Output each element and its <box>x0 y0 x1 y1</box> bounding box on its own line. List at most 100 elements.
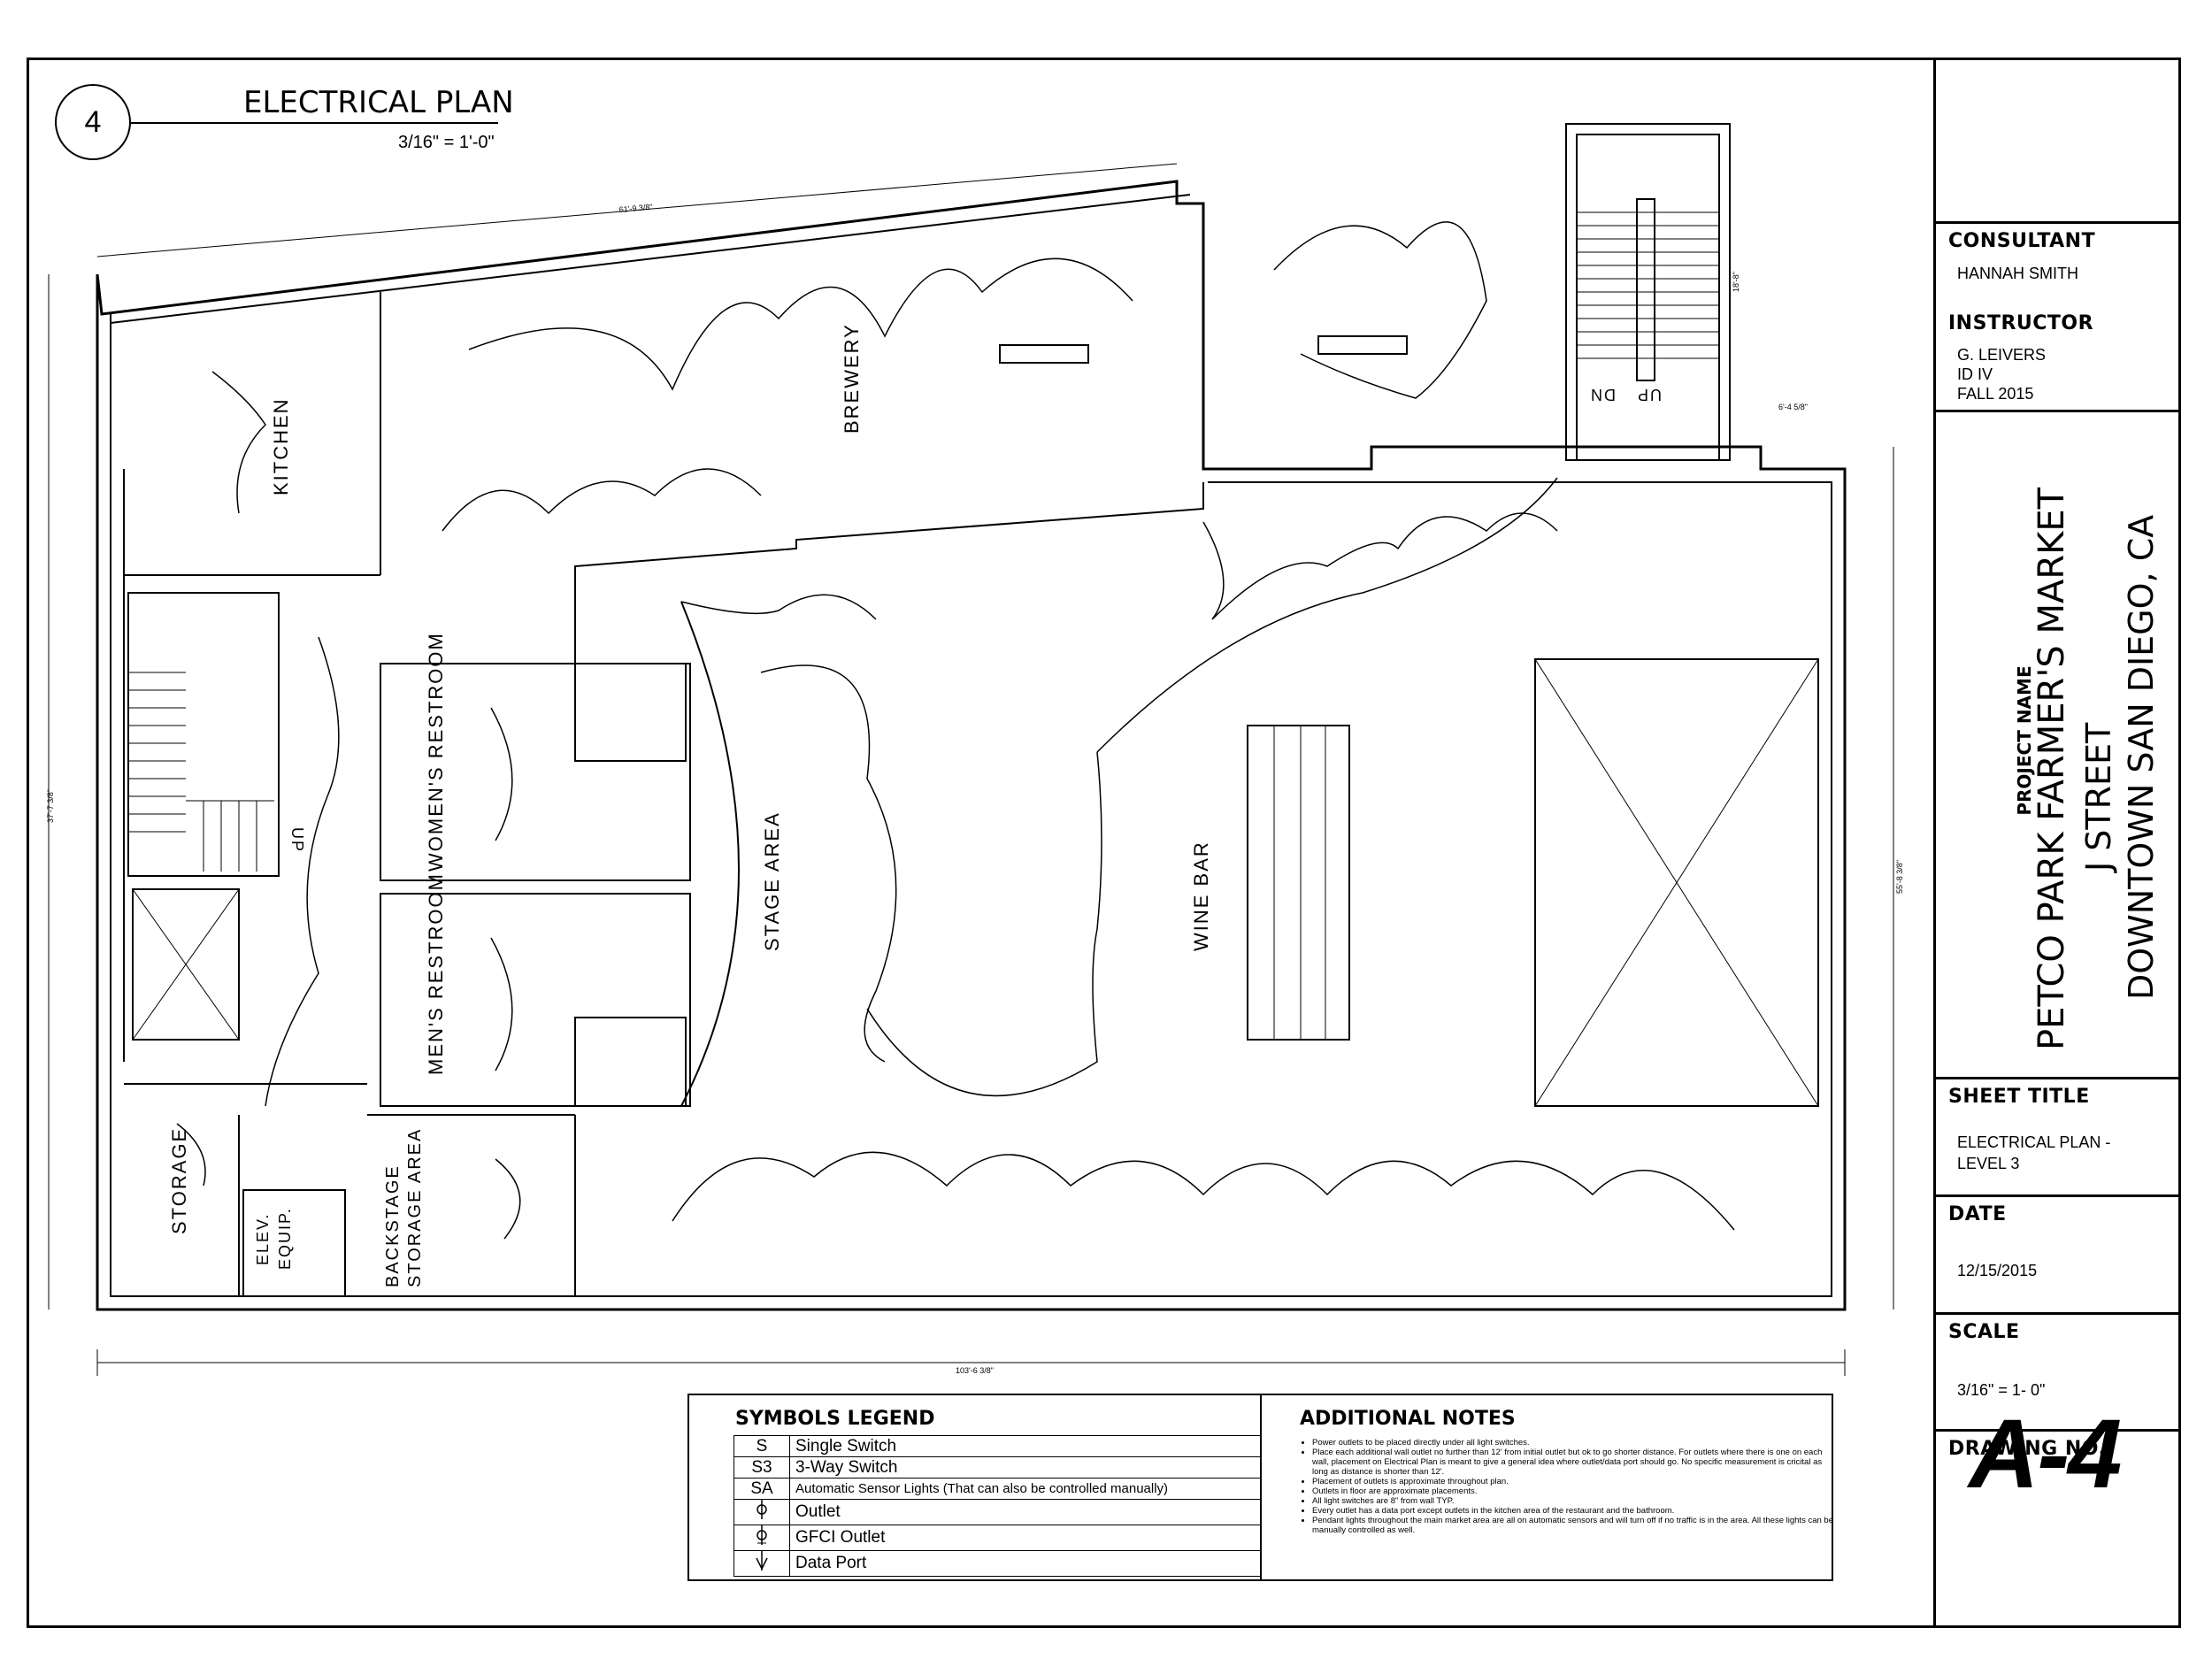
left-stair-treads <box>128 672 274 872</box>
stair-treads <box>1577 211 1719 359</box>
legend-title: SYMBOLS LEGEND <box>735 1408 935 1430</box>
legend-row: SA Automatic Sensor Lights (That can als… <box>733 1478 1262 1500</box>
dimension-right: 55'-8 3/8" <box>1895 860 1904 894</box>
scale-label: SCALE <box>1948 1321 2020 1343</box>
title-block-divider <box>1936 1429 2181 1432</box>
title-block-divider <box>1936 1312 2181 1315</box>
note-item: All light switches are 8" from wall TYP. <box>1312 1496 1834 1506</box>
instructor-line: G. LEIVERS <box>1957 346 2047 364</box>
dimension-stair: 18'-8" <box>1732 272 1740 292</box>
room-label-equip: EQUIP. <box>276 1207 294 1270</box>
legend-desc: Automatic Sensor Lights (That can also b… <box>789 1478 1262 1500</box>
restroom-stall-2 <box>574 1017 687 1107</box>
dimension-notch: 6'-4 5/8" <box>1778 403 1808 411</box>
open-to-below <box>1534 658 1819 1107</box>
room-label-stage-area: STAGE AREA <box>761 811 783 951</box>
title-block-divider <box>1936 410 2181 412</box>
gfci-outlet-icon <box>733 1525 790 1551</box>
legend-symbol: S3 <box>733 1456 790 1479</box>
sheet-title-label: SHEET TITLE <box>1948 1086 2090 1108</box>
legend-desc: Single Switch <box>789 1435 1262 1457</box>
legend-table: S Single Switch S3 3-Way Switch SA Autom… <box>733 1435 1262 1577</box>
drawing-scale: 3/16" = 1'-0" <box>398 133 495 152</box>
legend-desc: Data Port <box>789 1550 1262 1577</box>
wine-bar-counter <box>1247 725 1350 1041</box>
room-label-backstage: BACKSTAGE <box>383 1164 403 1287</box>
upper-counter <box>1317 335 1408 355</box>
legend-desc: GFCI Outlet <box>789 1525 1262 1551</box>
dimension-top: 61'-9 3/8" <box>618 203 653 214</box>
instructor-line: ID IV <box>1957 365 1993 383</box>
legend-row: Data Port <box>733 1550 1262 1577</box>
stage-edge <box>680 601 740 1107</box>
upper-wall <box>110 194 1191 324</box>
room-label-kitchen: KITCHEN <box>270 397 292 495</box>
data-port-icon <box>733 1550 790 1577</box>
legend-symbol: SA <box>733 1478 790 1500</box>
note-item: Outlets in floor are approximate placeme… <box>1312 1486 1834 1496</box>
date-label: DATE <box>1948 1203 2007 1225</box>
restroom-stall-1 <box>574 663 687 762</box>
exterior-wall-inner <box>110 314 1832 1297</box>
stair-label-up-left: UP <box>288 827 306 853</box>
outlet-icon <box>733 1499 790 1525</box>
instructor-line: FALL 2015 <box>1957 385 2034 403</box>
note-item: Place each additional wall outlet no fur… <box>1312 1448 1834 1477</box>
project-name-line: PETCO PARK FARMER'S MARKET <box>2032 487 2072 1050</box>
consultant-label: CONSULTANT <box>1948 230 2096 252</box>
drawing-title: ELECTRICAL PLAN <box>243 85 514 120</box>
left-stair <box>127 592 280 877</box>
drawing-number-badge: 4 <box>55 84 131 160</box>
floor-plan: KITCHEN BREWERY WOMEN'S RESTROOM MEN'S R… <box>46 123 1904 1376</box>
sheet-border <box>27 58 2181 1628</box>
elevator-shaft <box>132 888 240 1041</box>
notes-title: ADDITIONAL NOTES <box>1300 1408 1516 1430</box>
instructor-label: INSTRUCTOR <box>1948 312 2094 334</box>
drawing-number: 4 <box>84 104 102 139</box>
legend-row: Outlet <box>733 1499 1262 1525</box>
project-name-line: DOWNTOWN SAN DIEGO, CA <box>2122 514 2161 1000</box>
drawing-number-value: A-4 <box>1969 1400 2122 1509</box>
exterior-wall <box>96 180 1847 1311</box>
note-item: Power outlets to be placed directly unde… <box>1312 1438 1834 1448</box>
title-block: CONSULTANT HANNAH SMITH INSTRUCTOR G. LE… <box>1933 58 2181 1628</box>
legend-row: GFCI Outlet <box>733 1525 1262 1551</box>
room-label-wine-bar: WINE BAR <box>1190 841 1212 951</box>
stair-tower-inner <box>1576 134 1720 461</box>
legend-row: S3 3-Way Switch <box>733 1456 1262 1479</box>
room-label-backstage-storage: STORAGE AREA <box>405 1128 425 1287</box>
sheet-title-line: LEVEL 3 <box>1957 1155 2020 1172</box>
elev-equip-room <box>242 1189 346 1297</box>
project-name-line: J STREET <box>2079 722 2118 872</box>
room-label-storage: STORAGE <box>168 1127 190 1234</box>
legend-symbol: S <box>733 1435 790 1457</box>
consultant-name: HANNAH SMITH <box>1957 265 2079 282</box>
brewery-counter <box>999 344 1089 364</box>
room-label-mens-restroom: MEN'S RESTROOM <box>425 872 447 1075</box>
scale-value: 3/16" = 1- 0" <box>1957 1381 2046 1399</box>
room-label-womens-restroom: WOMEN'S RESTROOM <box>425 632 447 872</box>
note-item: Every outlet has a data port except outl… <box>1312 1506 1834 1516</box>
room-label-brewery: BREWERY <box>841 323 863 434</box>
project-name-section: PROJECT NAME PETCO PARK FARMER'S MARKET … <box>1936 411 2181 1077</box>
title-block-divider <box>1936 1077 2181 1079</box>
note-item: Placement of outlets is approximate thro… <box>1312 1477 1834 1486</box>
dimension-bottom: 103'-6 3/8" <box>956 1366 994 1375</box>
title-block-divider <box>1936 1194 2181 1197</box>
womens-restroom-wall <box>380 663 691 881</box>
legend-desc: 3-Way Switch <box>789 1456 1262 1479</box>
stair-rail <box>1636 198 1655 381</box>
note-item: Pendant lights throughout the main marke… <box>1312 1516 1834 1535</box>
stair-label-up-right: UP <box>1636 386 1662 403</box>
title-block-divider <box>1936 221 2181 224</box>
title-underline <box>131 122 498 124</box>
date-value: 12/15/2015 <box>1957 1262 2038 1279</box>
stair-label-dn: DN <box>1589 386 1616 403</box>
mens-restroom-wall <box>380 893 691 1107</box>
drawing-no-label: DRAWING NO. <box>1948 1438 2107 1460</box>
room-label-elev: ELEV. <box>254 1213 272 1265</box>
legend-row: S Single Switch <box>733 1435 1262 1457</box>
legend-desc: Outlet <box>789 1499 1262 1525</box>
dimension-left: 37'-7 3/8" <box>46 789 55 823</box>
sheet-title-line: ELECTRICAL PLAN - <box>1957 1133 2111 1151</box>
